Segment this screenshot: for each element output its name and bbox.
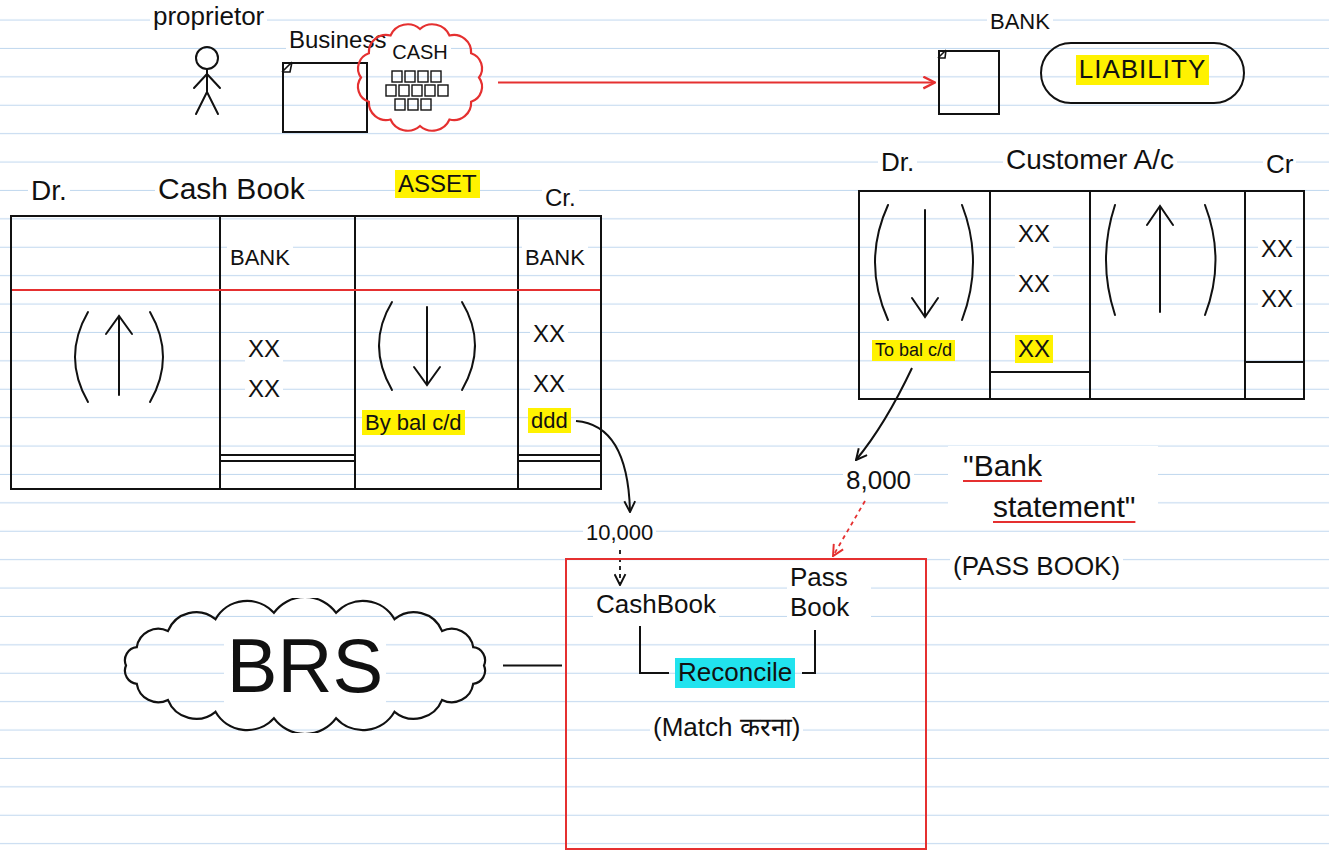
cloud-text: BRS <box>224 622 386 709</box>
dashed-pointer <box>619 550 621 585</box>
balance-entry: To bal c/d <box>872 340 955 361</box>
cash-note <box>395 99 405 110</box>
bank-box: BANK <box>935 5 1065 117</box>
cash-book-table: Dr. Cash Book ASSET Cr. BANK BANK XX XX By bal c… <box>10 170 605 492</box>
header-rule <box>12 289 600 291</box>
cash-note <box>418 71 428 82</box>
table-title: Cash Book <box>155 172 308 207</box>
table-cell: XX <box>530 320 568 348</box>
amount-label: 10,000 <box>583 520 656 545</box>
business-box: Business <box>278 26 394 136</box>
cloud-outline <box>345 15 495 140</box>
table-title: Customer A/c <box>1003 144 1177 176</box>
book-name: Pass Book <box>787 563 871 623</box>
column-heading: BANK <box>227 245 293 270</box>
term-label: (PASS BOOK) <box>950 552 1123 582</box>
table-cell: XX <box>1258 285 1296 313</box>
bracket-line <box>802 630 815 673</box>
box-outline <box>938 50 1000 115</box>
cash-notes <box>386 71 448 110</box>
highlighted-term: ASSET <box>395 170 480 198</box>
box-outline <box>10 215 602 490</box>
figure-body <box>194 69 220 114</box>
box-outline <box>858 190 1305 400</box>
amount-label: 8,000 <box>843 466 914 496</box>
decrease-arrow <box>379 302 475 390</box>
total-lines <box>220 455 600 461</box>
column-heading: BANK <box>522 245 588 270</box>
balance-amount: ddd <box>528 408 571 433</box>
cash-book-arrows <box>75 302 475 402</box>
brs-cloud: BRS <box>110 598 500 733</box>
credit-side-mark: Cr <box>1263 150 1296 180</box>
balance-amount: XX <box>1015 335 1053 363</box>
dashed-pointer <box>833 501 865 556</box>
balance-pointer <box>576 421 630 512</box>
box-outline <box>282 62 368 133</box>
highlighted-term: LIABILITY <box>1076 55 1210 85</box>
cash-cloud: CASH <box>345 15 495 140</box>
table-cell: XX <box>245 335 283 363</box>
connector <box>498 81 935 83</box>
note-text: (Match करना) <box>650 713 803 743</box>
term-label: "Bank statement" <box>948 446 1158 527</box>
customer-account-rules <box>990 190 1305 400</box>
cloud-text: CASH <box>389 41 451 64</box>
cash-note <box>412 85 422 96</box>
table-cell: XX <box>1015 220 1053 248</box>
box-heading: BANK <box>987 9 1053 34</box>
decrease-arrow <box>875 205 973 320</box>
table-cell: XX <box>1015 270 1053 298</box>
bracket-line <box>640 626 669 673</box>
balance-pointer <box>856 368 912 460</box>
cash-note <box>431 71 441 82</box>
column-line <box>990 190 1245 400</box>
cash-note <box>399 85 409 96</box>
cash-note <box>425 85 435 96</box>
stick-figure <box>194 47 220 114</box>
highlighted-term: Reconcile <box>675 658 795 688</box>
book-name: CashBook <box>593 590 719 620</box>
figure-label: proprietor <box>150 2 267 32</box>
balance-entry: By bal c/d <box>362 410 465 435</box>
cash-note <box>408 99 418 110</box>
total-lines <box>990 362 1305 372</box>
cash-note <box>386 85 396 96</box>
cash-note <box>438 85 448 96</box>
increase-arrow <box>75 312 163 402</box>
increase-arrow <box>1106 205 1216 315</box>
cash-note <box>421 99 431 110</box>
debit-side-mark: Dr. <box>28 175 70 207</box>
cash-book-rules <box>12 215 600 490</box>
customer-account-table: Dr. Customer A/c CrXX XX To bal c/d XX XX XX <box>858 140 1308 402</box>
table-cell: XX <box>530 370 568 398</box>
customer-account-arrows <box>875 205 1216 320</box>
table-cell: XX <box>245 375 283 403</box>
cloud-shape <box>125 598 485 733</box>
column-line <box>220 215 518 490</box>
cash-note <box>405 71 415 82</box>
cash-note <box>392 71 402 82</box>
liability-tag: LIABILITY <box>1040 42 1245 104</box>
debit-side-mark: Dr. <box>878 148 917 178</box>
connector <box>503 665 562 667</box>
cloud-shape <box>358 24 482 130</box>
credit-side-mark: Cr. <box>542 184 579 212</box>
table-cell: XX <box>1258 235 1296 263</box>
reconcile-box: CashBook Pass BookReconcile (Match करना) <box>565 558 927 850</box>
figure-head <box>196 47 218 69</box>
